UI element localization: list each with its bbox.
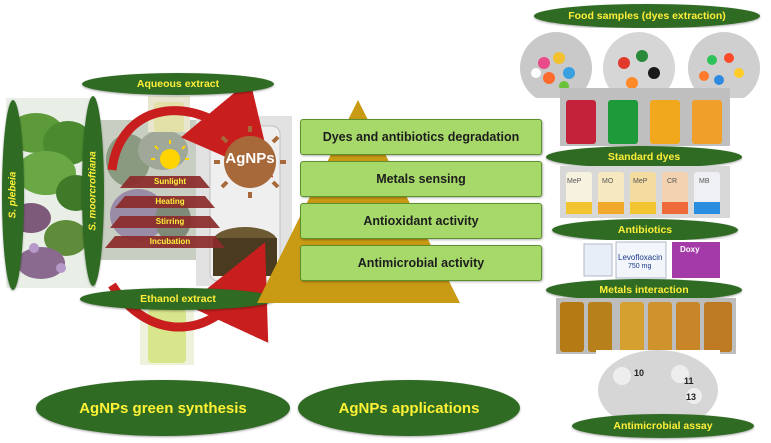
green-synthesis-label: AgNPs green synthesis (36, 380, 290, 436)
app-metals-sensing: Metals sensing (300, 161, 542, 197)
metals-interaction-label: Metals interaction (546, 279, 742, 301)
aqueous-extract-label: Aqueous extract (82, 73, 274, 95)
agnp-particle-icon (214, 126, 286, 198)
species-label-plebeia: S. plebeia (2, 100, 24, 290)
condition-incubation: Incubation (149, 237, 191, 246)
metals-interaction-photo (556, 298, 736, 354)
plate-number-11: 11 (684, 376, 694, 386)
food-samples-photo (514, 28, 766, 98)
standard-dyes-label: Standard dyes (546, 146, 742, 168)
dye-label-3: CR (667, 178, 678, 185)
plate-number-13: 13 (686, 392, 697, 402)
antibiotics-photo (582, 240, 722, 280)
agnps-label: AgNPs (225, 150, 275, 167)
sun-icon (151, 140, 189, 169)
top-arrow (107, 79, 274, 178)
extracted-dyes-photo (560, 88, 730, 146)
dye-label-4: MB (699, 178, 710, 185)
condition-sunlight: Sunlight (154, 177, 186, 186)
antibiotic-name-1: 750 mg (628, 263, 652, 270)
species-label-moorcroftiana: S. moorcroftiana (82, 96, 104, 286)
antimicrobial-assay-label: Antimicrobial assay (572, 414, 754, 438)
antibiotic-name-2: Doxy (680, 245, 700, 254)
antimicrobial-plate-photo (596, 350, 720, 418)
food-samples-label: Food samples (dyes extraction) (534, 4, 760, 28)
antibiotic-name-0: Levofloxacin (618, 253, 663, 262)
ethanol-extract-label: Ethanol extract (80, 288, 276, 310)
dye-label-1: MO (602, 178, 614, 185)
standard-dyes-photo (560, 166, 730, 218)
plate-number-10: 10 (634, 368, 645, 378)
dye-label-2: MeP (633, 178, 648, 185)
condition-heating: Heating (155, 197, 185, 206)
antibiotics-label: Antibiotics (552, 219, 738, 241)
app-antioxidant: Antioxidant activity (300, 203, 542, 239)
condition-steps (105, 176, 225, 248)
condition-stirring: Stirring (155, 217, 185, 226)
app-antimicrobial: Antimicrobial activity (300, 245, 542, 281)
applications-label: AgNPs applications (298, 380, 520, 436)
dye-label-0: MeP (567, 178, 582, 185)
app-dyes-degradation: Dyes and antibiotics degradation (300, 119, 542, 155)
